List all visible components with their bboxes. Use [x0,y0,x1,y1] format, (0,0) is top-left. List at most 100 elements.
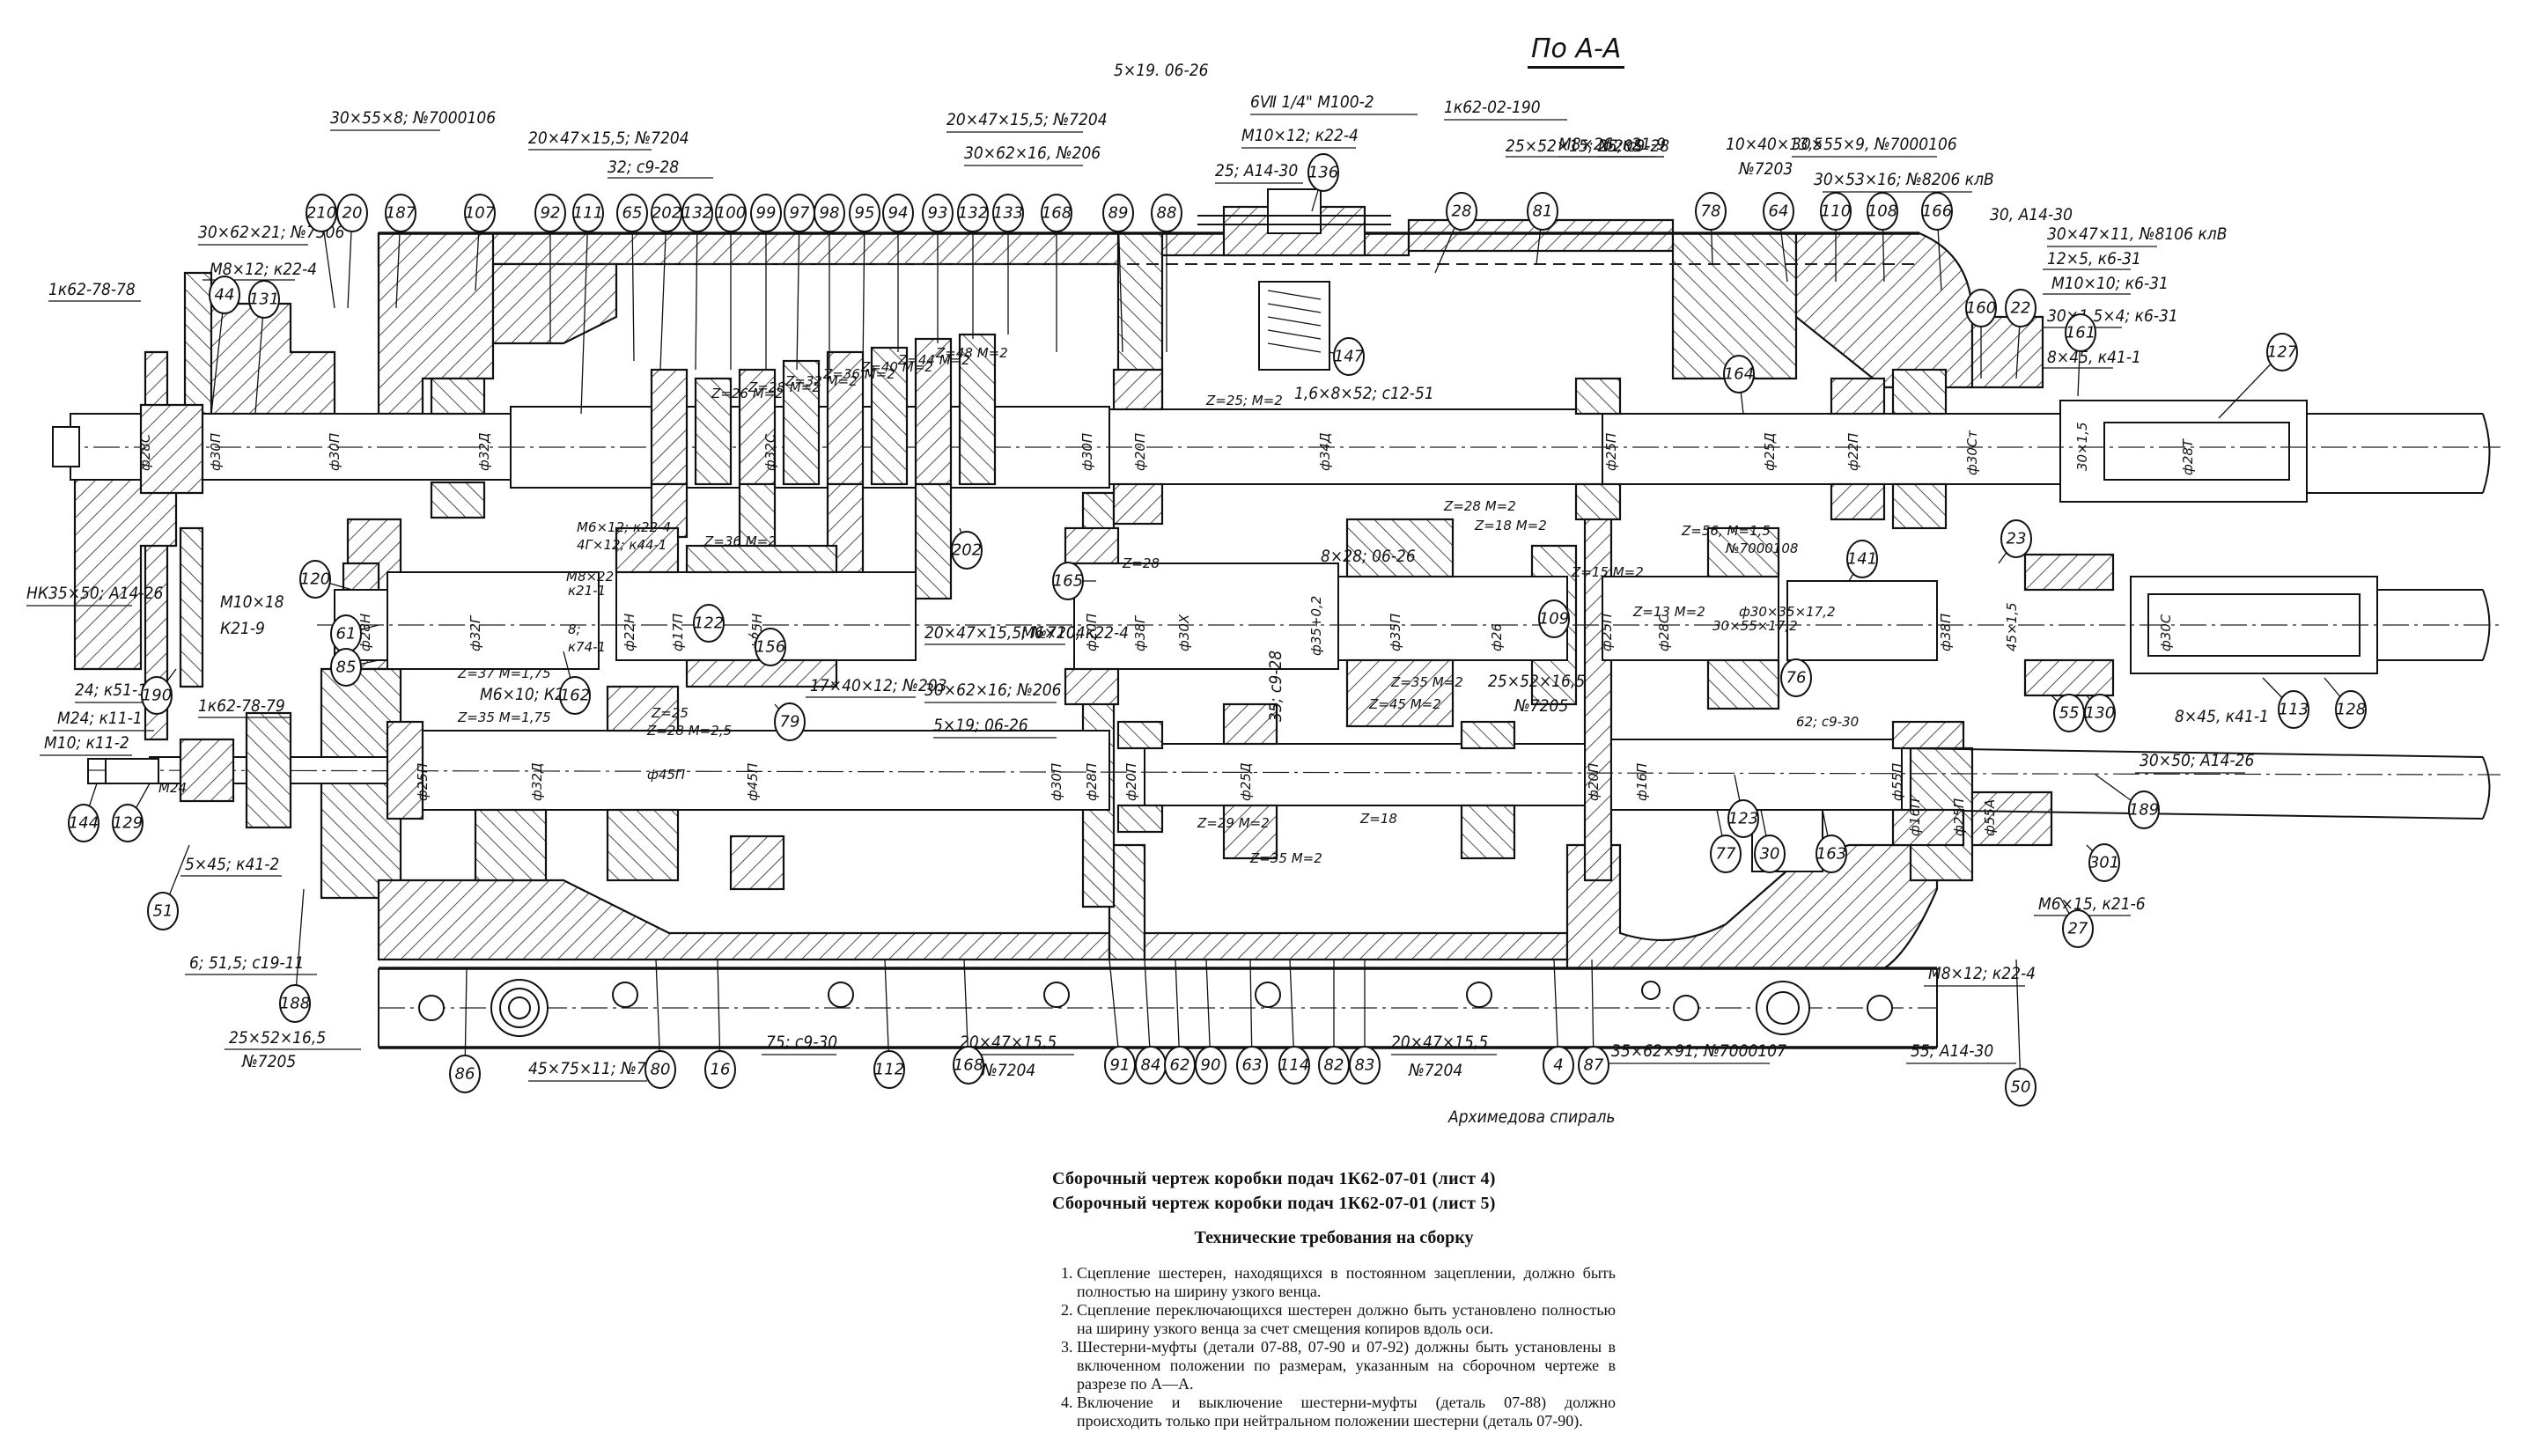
callout-number: 61 [336,625,357,643]
svg-text:Z=26 М=2: Z=26 М=2 [711,386,784,401]
label: М8×22 [566,569,614,585]
callout-number: 82 [1324,1056,1344,1075]
svg-text:Z=45 М=2: Z=45 М=2 [1368,696,1441,712]
callout-number: 83 [1355,1056,1375,1075]
callout-number: 141 [1847,550,1877,569]
callout-balloon [750,194,782,232]
callout-number: 156 [755,638,785,657]
callout-number: 95 [855,204,875,223]
label: 20×47×15,5; №7204 [528,129,689,148]
label: НК35×50; А14-26 [26,584,163,603]
callout-number: 161 [2066,324,2095,342]
gear-parameters: Z=26 М=2 Z=28 М=2 Z=32 М=2 Z=36 М=2 Z=40… [457,345,1705,866]
svg-text:ф30Х: ф30Х [1176,614,1192,651]
callout-balloon [1349,1046,1381,1085]
callout-balloon [1538,599,1570,638]
callout-leader [659,212,667,371]
callout-balloon [534,194,566,232]
svg-text:ф28П: ф28П [1084,763,1100,801]
callout-balloon [755,628,786,666]
callout-number: 130 [2085,704,2115,723]
callout-balloon [1278,1046,1310,1085]
label: 30×55×8; №7000106 [330,108,496,128]
label: 20×47×15,5 [1391,1033,1488,1052]
callout-balloon [644,1050,676,1089]
svg-text:ф30П: ф30П [1049,763,1064,801]
callout-balloon [1763,192,1794,231]
requirements-title: Технические требования на сборку [1194,1228,1474,1247]
label: 24; к51-1 [75,680,147,700]
callout-number: 168 [1042,204,1072,223]
callout-leader [1117,212,1123,353]
callout-balloon [953,1046,984,1085]
svg-text:ф28Т: ф28Т [2180,438,2196,475]
callout-balloon [704,1050,736,1089]
label: 8×45, к41-1 [2047,348,2141,367]
callout-number: 190 [142,687,172,705]
callout-balloon [2335,690,2367,729]
svg-text:Z=25; М=2: Z=25; М=2 [1205,393,1283,408]
callout-number: 202 [952,541,982,560]
callout-number: 108 [1867,202,1897,221]
svg-text:ф20П: ф20П [1123,763,1139,801]
callout-balloon [1527,192,1558,231]
callout-balloon [1727,799,1759,838]
callout-number: 88 [1157,204,1177,223]
lower-shaft [87,685,2501,891]
callout-number: 85 [336,658,357,677]
label: М10×18 [220,592,284,612]
requirement-item: Сцепление шестерен, находящихся в постоя… [1077,1264,1616,1301]
label: М8×12; к22-4 [210,260,317,279]
svg-text:ф16П: ф16П [1634,763,1650,801]
callout-number: 99 [756,204,777,223]
svg-text:ф30П: ф30П [327,433,342,471]
callout-balloon [2062,909,2094,948]
mounting-holes [418,979,1893,1037]
callout-number: 122 [694,614,724,633]
callout-balloon [1578,1046,1609,1085]
label: 1к62-02-190 [1444,98,1541,117]
callout-number: 44 [215,286,235,305]
label: 1,6×8×52; с12-51 [1294,384,1434,403]
callout-number: 87 [1584,1056,1604,1075]
callout-number: 144 [69,814,99,833]
callout-number: 114 [1279,1056,1309,1075]
callout-number: 189 [2129,801,2159,820]
callout-balloon [882,194,914,232]
svg-text:ф34Д: ф34Д [1317,432,1333,471]
callout-number: 147 [1334,348,1365,366]
label: 5×45; к41-2 [185,855,279,874]
svg-text:ф25П: ф25П [1603,433,1619,471]
label: 10×40×13,5 [1726,135,1823,154]
label: 20×47×15,5; №7204 [924,623,1086,643]
callout-leader [631,212,635,362]
callout-number: 20 [342,204,363,223]
callout-balloon [2128,791,2160,829]
svg-text:Z=48 М=2: Z=48 М=2 [935,345,1008,361]
callout-number: 129 [113,814,143,833]
label: 30, А14-30 [1990,205,2073,224]
callout-balloon [449,1055,481,1093]
label: 30×55×9, №7000106 [1792,135,1957,154]
label: к21-1 [568,583,606,599]
reference-sheet-5: Сборочный чертеж коробки подач 1К62-07-0… [1052,1194,1496,1213]
callout-balloon [299,560,331,599]
svg-text:Z=40 М=2: Z=40 М=2 [860,359,933,375]
callout-balloon [951,531,983,570]
callout-number: 202 [652,204,681,223]
svg-text:ф28С: ф28С [137,433,153,471]
svg-text:ф25Д: ф25Д [1238,762,1254,801]
callout-balloon [1195,1046,1226,1085]
label: 30×62×16; №206 [924,680,1062,700]
svg-text:ф45П: ф45П [647,767,685,783]
svg-text:Z=15 М=2: Z=15 М=2 [1571,564,1644,580]
svg-text:ф25П: ф25П [1951,798,1967,836]
svg-text:45×1,5: 45×1,5 [2004,602,2020,651]
svg-text:Z=25: Z=25 [651,705,689,721]
callout-number: 22 [2011,299,2031,318]
callout-number: 50 [2011,1078,2031,1097]
callout-number: 164 [1724,365,1754,384]
label: 20×47×15,5; №7204 [946,110,1108,129]
callout-number: 98 [820,204,840,223]
callout-balloon [336,194,368,232]
